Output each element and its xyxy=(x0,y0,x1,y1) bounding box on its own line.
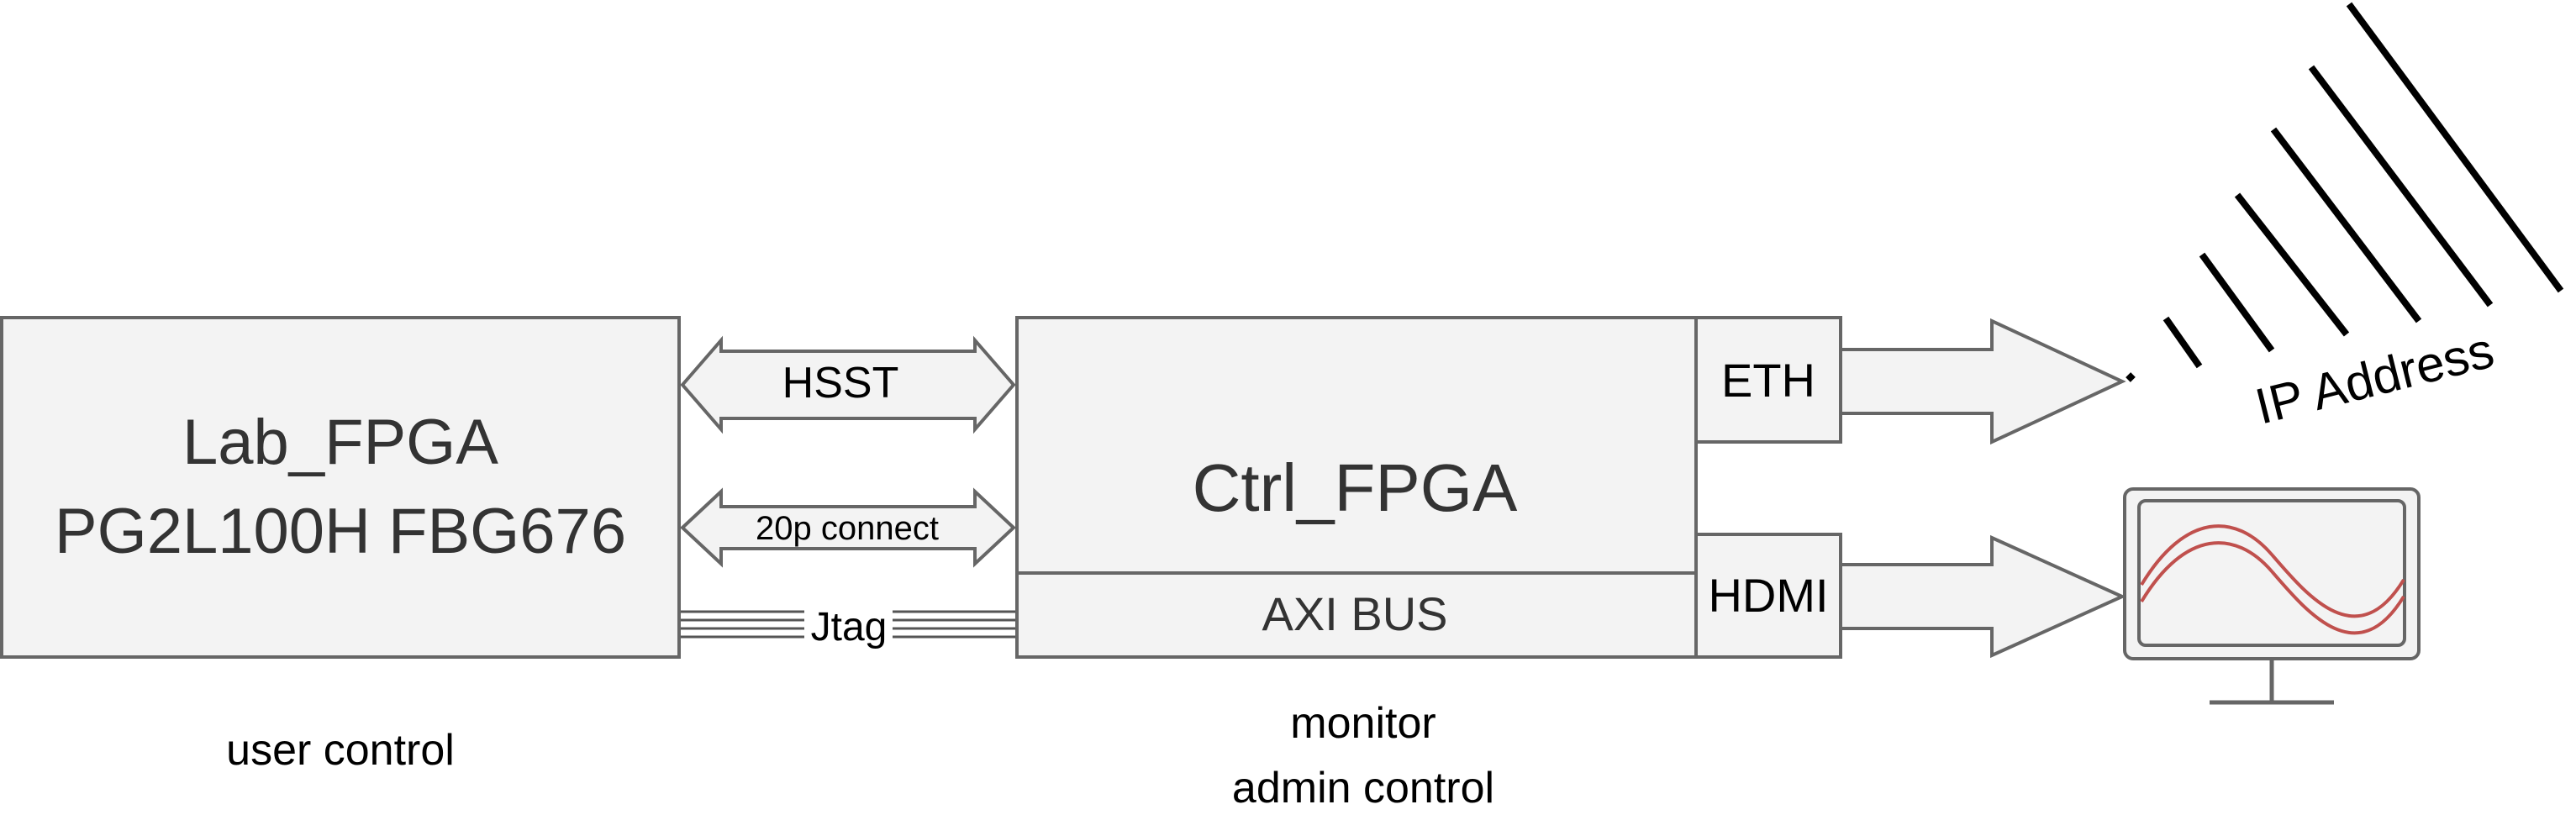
connect-label: 20p connect xyxy=(756,510,939,547)
axi-bus-label: AXI BUS xyxy=(1262,587,1448,640)
wireless-signal-icon xyxy=(2126,2,2564,382)
hsst-arrow xyxy=(680,335,1016,434)
hsst-label: HSST xyxy=(782,359,899,407)
ctrl-fpga-block xyxy=(1015,316,1698,659)
hdmi-arrow xyxy=(1839,534,2126,659)
lab-fpga-block xyxy=(0,316,681,659)
connect-arrow xyxy=(680,487,1016,568)
monitor-icon xyxy=(2123,487,2421,705)
lab-fpga-name: Lab_FPGA xyxy=(182,407,498,478)
lab-fpga-part: PG2L100H FBG676 xyxy=(55,496,626,567)
hdmi-block xyxy=(1694,533,1842,659)
eth-arrow xyxy=(1839,318,2126,445)
waveform-icon xyxy=(2140,524,2405,635)
ctrl-fpga-caption-monitor: monitor xyxy=(1290,699,1436,748)
hdmi-label: HDMI xyxy=(1708,569,1828,622)
ctrl-fpga-title: Ctrl_FPGA xyxy=(1193,450,1518,525)
jtag-label: Jtag xyxy=(811,605,888,649)
lab-fpga-caption: user control xyxy=(226,726,455,775)
ctrl-fpga-caption-admin: admin control xyxy=(1232,764,1494,812)
jtag-lines xyxy=(681,610,1015,639)
eth-label: ETH xyxy=(1721,354,1815,407)
ip-address-label: IP Address xyxy=(2250,322,2500,435)
eth-block xyxy=(1694,316,1842,444)
